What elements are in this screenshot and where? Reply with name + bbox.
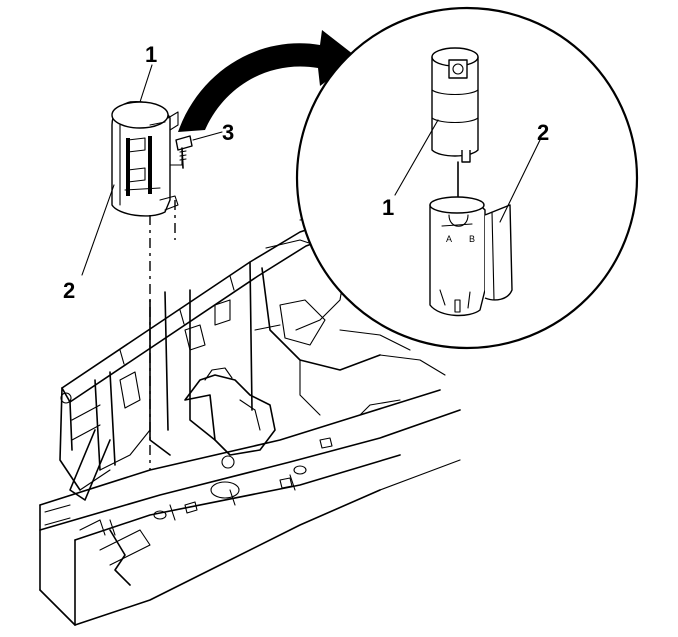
- leader-3: [192, 131, 223, 141]
- inset-leader-1: [394, 119, 439, 196]
- main-callouts: 1 3 2: [63, 42, 234, 303]
- view-arrow: [178, 30, 358, 132]
- inset-callout-1: 1: [382, 195, 394, 220]
- inset-bracket: A B: [429, 196, 513, 317]
- detail-inset: A B 1 2: [295, 6, 639, 350]
- inset-callout-2: 2: [537, 120, 549, 145]
- module-assembly: [111, 101, 183, 470]
- mounting-bolt: [175, 135, 193, 169]
- callout-3: 3: [222, 120, 234, 145]
- leader-1: [139, 64, 153, 103]
- pin-a-label: A: [446, 234, 452, 244]
- inset-leader-2: [499, 139, 541, 223]
- inset-module: [431, 47, 479, 206]
- callout-1: 1: [145, 42, 157, 67]
- leader-2: [81, 184, 115, 276]
- pin-b-label: B: [469, 234, 475, 244]
- callout-2: 2: [63, 278, 75, 303]
